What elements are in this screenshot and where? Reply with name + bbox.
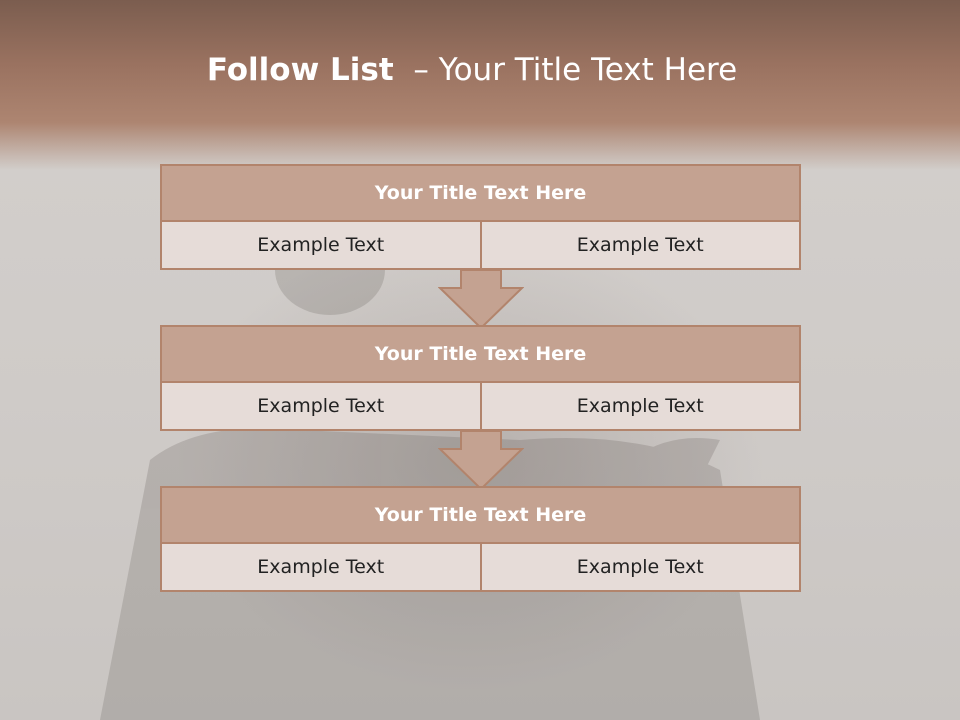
block-cell-right: Example Text xyxy=(479,383,799,429)
block-cell-left: Example Text xyxy=(162,544,480,590)
down-arrow-icon xyxy=(438,431,524,491)
block-1: Your Title Text Here Example Text Exampl… xyxy=(160,164,801,270)
block-title: Your Title Text Here xyxy=(162,488,799,544)
block-cell-left: Example Text xyxy=(162,383,480,429)
block-3: Your Title Text Here Example Text Exampl… xyxy=(160,486,801,592)
title-subtitle: Your Title Text Here xyxy=(438,52,738,88)
block-2: Your Title Text Here Example Text Exampl… xyxy=(160,325,801,431)
down-arrow-icon xyxy=(438,270,524,330)
block-cell-right: Example Text xyxy=(479,222,799,268)
block-row: Example Text Example Text xyxy=(162,383,799,429)
block-row: Example Text Example Text xyxy=(162,222,799,268)
title-separator: – xyxy=(413,52,429,88)
block-cell-right: Example Text xyxy=(479,544,799,590)
block-cell-left: Example Text xyxy=(162,222,480,268)
header-band xyxy=(0,0,960,170)
block-row: Example Text Example Text xyxy=(162,544,799,590)
slide-title: Follow List – Your Title Text Here xyxy=(0,52,944,88)
block-title: Your Title Text Here xyxy=(162,327,799,383)
title-main: Follow List xyxy=(206,52,394,88)
block-title: Your Title Text Here xyxy=(162,166,799,222)
